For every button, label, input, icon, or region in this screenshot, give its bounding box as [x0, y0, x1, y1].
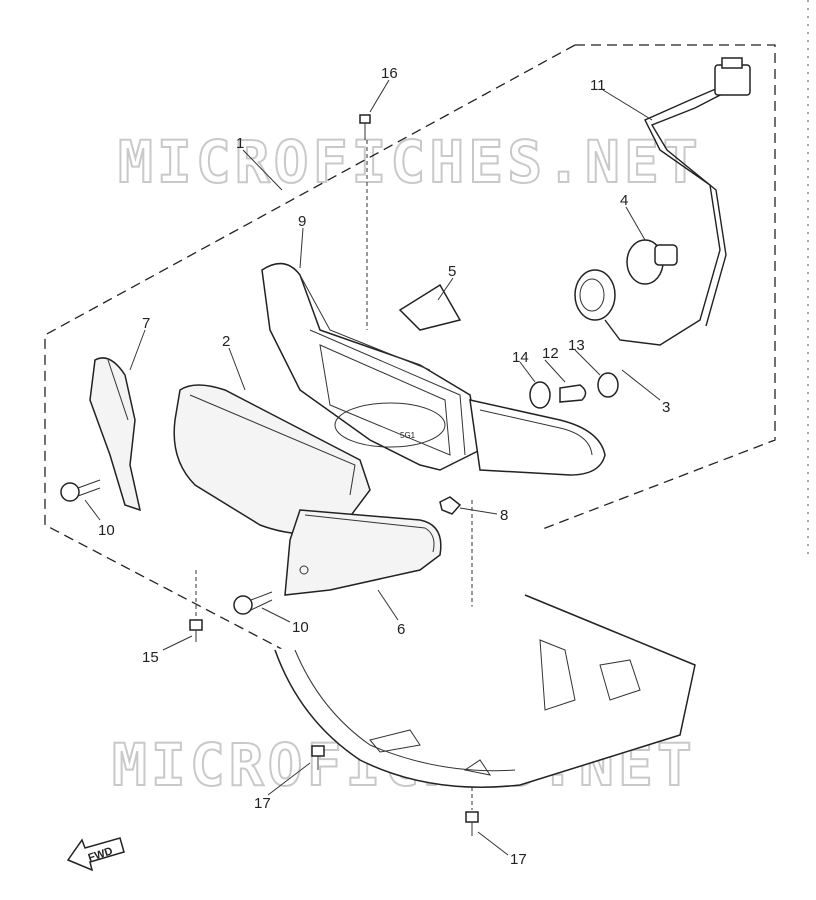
part-5-bracket — [398, 283, 462, 331]
callout-10-left: 10 — [98, 522, 115, 539]
callout-7: 7 — [142, 315, 150, 332]
part-10-screw-right — [233, 591, 273, 615]
part-3-socket — [574, 269, 616, 321]
callout-2: 2 — [222, 333, 230, 350]
callout-3: 3 — [662, 399, 670, 416]
part-13-socket-small — [597, 372, 619, 398]
assembly-boundary — [44, 44, 776, 691]
callout-6: 6 — [397, 621, 405, 638]
part-10-screw-left — [60, 479, 101, 502]
callout-8: 8 — [500, 507, 508, 524]
callout-17-left: 17 — [254, 795, 271, 812]
callout-14: 14 — [512, 349, 529, 366]
callout-11: 11 — [590, 77, 606, 94]
callout-10-right: 10 — [292, 619, 309, 636]
svg-text:5G1: 5G1 — [400, 431, 416, 440]
part-11-wiring-harness — [604, 57, 751, 346]
callout-13: 13 — [568, 337, 585, 354]
fwd-arrow-icon: FWD — [66, 837, 125, 872]
part-6-lower-lens — [284, 509, 442, 596]
part-15-screw — [189, 570, 203, 642]
part-17-screw-left — [311, 745, 325, 770]
callout-15: 15 — [142, 649, 159, 666]
lower-cowling — [274, 594, 696, 788]
part-14-grommet — [529, 381, 551, 409]
callout-1: 1 — [236, 135, 244, 152]
part-8-nut — [439, 496, 462, 515]
callout-17-right: 17 — [510, 851, 527, 868]
callout-9: 9 — [298, 213, 306, 230]
part-16-screw — [359, 114, 371, 330]
part-housing-right-wing — [469, 399, 606, 476]
callout-5: 5 — [448, 263, 456, 280]
callout-4: 4 — [620, 192, 628, 209]
watermark-top: MICROFICHES.NET — [118, 128, 702, 196]
part-9-headlight-housing: 5G1 — [261, 262, 481, 471]
part-4-bulb — [626, 239, 678, 285]
callout-16: 16 — [381, 65, 398, 82]
callout-12: 12 — [542, 345, 559, 362]
leader-lines — [84, 79, 661, 856]
part-12-bulb-small — [559, 384, 587, 403]
part-7-side-cover — [89, 357, 142, 512]
